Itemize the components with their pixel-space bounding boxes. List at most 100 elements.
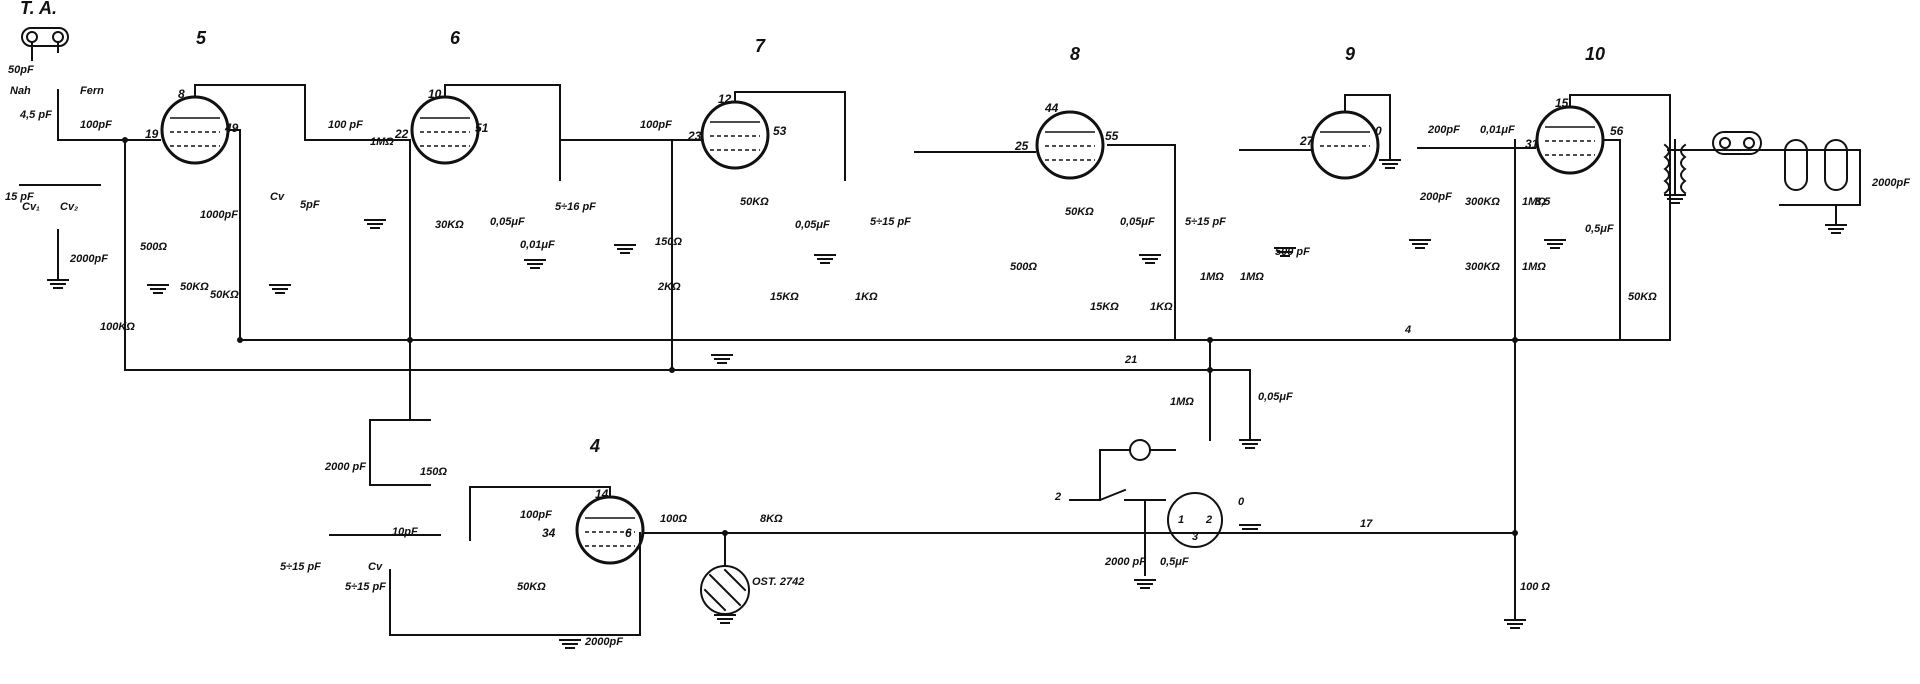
antenna-label: T. A. <box>20 0 57 18</box>
c001-stage6-label: 0,01μF <box>520 239 555 251</box>
ground-icon <box>47 279 69 289</box>
stage-10: 10 15 31 56 200pF 0,01μF 200pF 300KΩ 300… <box>1417 44 1910 341</box>
tube-4-pin-right: 6 <box>625 526 632 540</box>
stage-5-number: 5 <box>196 28 207 48</box>
r100-osc-label: 100Ω <box>660 513 687 525</box>
switch-socket: 2 1 2 3 0 2000 pF 0,5μF 100 Ω <box>1054 439 1550 593</box>
r1k-stage7-label: 1KΩ <box>855 291 878 303</box>
tube-6-pin-left: 22 <box>394 127 409 141</box>
tube-7-pin-right: 53 <box>773 124 787 138</box>
r50k-b-label: 50KΩ <box>180 281 209 293</box>
ground-icon <box>559 639 581 649</box>
stage-4: 4 14 34 6 2000 pF 150Ω 100pF 50KΩ 2000pF… <box>280 419 1061 648</box>
r2k-label: 2KΩ <box>657 281 681 293</box>
r100k-label: 100KΩ <box>100 321 135 333</box>
stage-4-number: 4 <box>589 436 600 456</box>
transformer-secondary-icon <box>1680 143 1687 195</box>
ground-icon <box>147 284 169 294</box>
r150-label: 150Ω <box>655 236 682 248</box>
c200pf-stage10-label: 200pF <box>1427 124 1460 136</box>
r100-bottom-label: 100 Ω <box>1520 581 1550 593</box>
lamp-2-icon <box>1824 139 1848 191</box>
c100pf-input-label: 100pF <box>80 119 112 131</box>
ground-icon <box>1664 194 1686 204</box>
ground-icon <box>1239 439 1261 449</box>
r1k-stage8-label: 1KΩ <box>1150 301 1173 313</box>
ground-icon <box>269 284 291 294</box>
c005-stage8-label: 0,05μF <box>1120 216 1155 228</box>
trim516-stage6-label: 5÷16 pF <box>555 201 596 213</box>
tube-4-pin-top: 14 <box>595 487 609 501</box>
stage-9-number: 9 <box>1345 44 1355 64</box>
ground-icon <box>814 254 836 264</box>
ground-symbols <box>47 159 1847 649</box>
antenna-socket-icon <box>21 27 69 47</box>
c10pf-label: 10pF <box>392 526 418 538</box>
r1m-b-stage9-label: 1MΩ <box>1240 271 1264 283</box>
r50k-osc-label: 50KΩ <box>517 581 546 593</box>
c15-label: 15 pF <box>5 191 34 203</box>
trim515-osc-label: 5÷15 pF <box>280 561 321 573</box>
ground-icon <box>1409 239 1431 249</box>
r1m-b-stage10-label: 1MΩ <box>1522 261 1546 273</box>
stage-7-number: 7 <box>755 36 766 56</box>
tube-7-icon <box>700 100 770 170</box>
ground-icon <box>1544 239 1566 249</box>
ground-icon <box>714 614 736 624</box>
trim515-b-osc-label: 5÷15 pF <box>345 581 386 593</box>
tube-7-pin-top: 12 <box>718 92 732 106</box>
junction-dots <box>122 137 1518 536</box>
tube-10-pin-top: 15 <box>1555 96 1569 110</box>
r1m-stage6-label: 1MΩ <box>370 136 394 148</box>
c005-stage7-label: 0,05μF <box>795 219 830 231</box>
tube-5-pin-right: 49 <box>224 121 239 135</box>
socket-pin-2: 2 <box>1205 514 1212 526</box>
stage-6: 6 10 22 51 100 pF Cv 5pF 30KΩ 0,05μF 0,0… <box>270 28 596 341</box>
tube-8-pin-top: 44 <box>1044 101 1059 115</box>
cv1-label: Cv₁ <box>22 201 40 213</box>
r500-stage8-label: 500Ω <box>1010 261 1037 273</box>
tube-6-pin-right: 51 <box>475 121 489 135</box>
c100pf-osc-label: 100pF <box>520 509 552 521</box>
c2000-osc-label: 2000 pF <box>324 461 366 473</box>
ground-icon <box>1504 619 1526 629</box>
decoupling-21: 1MΩ 0,05μF <box>1170 369 1293 441</box>
c2000-output-label: 2000pF <box>1871 177 1910 189</box>
stage-10-number: 10 <box>1585 44 1605 64</box>
tube-4-icon <box>575 495 645 565</box>
tube-8-pin-right: 55 <box>1105 129 1119 143</box>
tube-5-icon <box>160 95 230 165</box>
tube-10-icon <box>1535 105 1605 175</box>
tube-9-icon <box>1310 110 1380 180</box>
cv-osc-label: Cv <box>368 561 383 573</box>
ground-icon <box>711 354 733 364</box>
osc-label: OST. 2742 <box>752 576 804 588</box>
switch-fern-label: Fern <box>80 85 104 97</box>
ground-icon <box>1274 247 1296 257</box>
tube-6-pin-top: 10 <box>428 87 442 101</box>
r1m-stage9-label: 1MΩ <box>1200 271 1224 283</box>
tube-10-pin-right: 56 <box>1610 124 1624 138</box>
tube-5-pin-top: 8 <box>178 87 185 101</box>
ground-icon <box>1134 579 1156 589</box>
r8k-label: 8KΩ <box>760 513 783 525</box>
ground-icon <box>364 219 386 229</box>
c5pf-label: 5pF <box>300 199 320 211</box>
antenna-cap2-label: 4,5 pF <box>19 109 52 121</box>
tube-9-pin-right: 0 <box>1375 124 1382 138</box>
tube-5-pin-left: 19 <box>145 127 159 141</box>
trim515-stage7-label: 5÷15 pF <box>870 216 911 228</box>
c05-switch-label: 0,5μF <box>1160 556 1189 568</box>
output-section <box>1663 131 1848 226</box>
tube-8-pin-left: 25 <box>1014 139 1029 153</box>
stage-6-number: 6 <box>450 28 461 48</box>
switch-nah-label: Nah <box>10 85 31 97</box>
main-bus-wires <box>124 94 1861 621</box>
c1000-label: 1000pF <box>200 209 238 221</box>
r15k-stage7-label: 15KΩ <box>770 291 799 303</box>
bus-label-21: 21 <box>1124 354 1137 366</box>
r500-stage5-label: 500Ω <box>140 241 167 253</box>
socket-pin-3: 3 <box>1192 531 1198 543</box>
bus-label-4: 4 <box>1404 324 1411 336</box>
